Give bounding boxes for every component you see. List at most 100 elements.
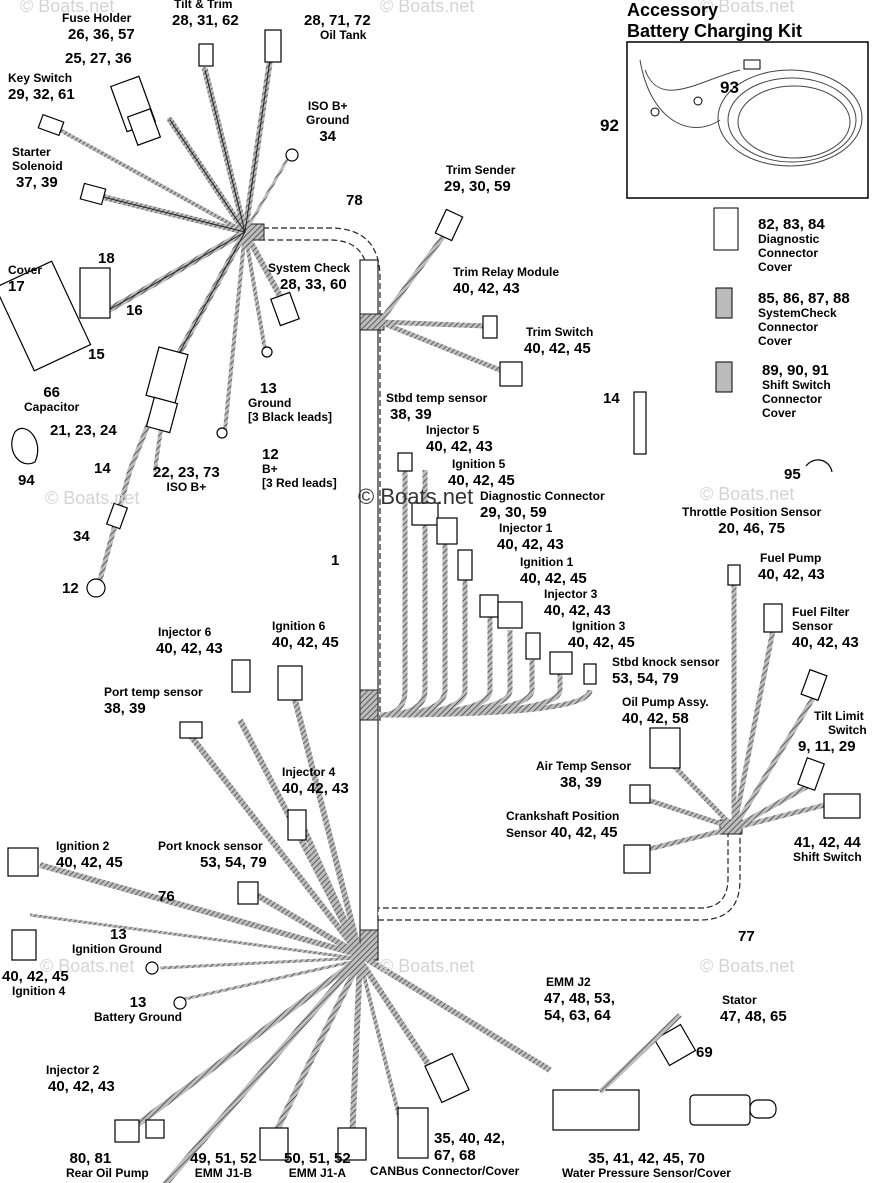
- label-port-knock: Port knock sensor 53, 54, 79: [158, 839, 267, 871]
- diag-cover-name3: Cover: [758, 259, 793, 274]
- label-oil-pump-nums: 40, 42, 58: [622, 709, 689, 727]
- label-emm-j2: EMM J2 47, 48, 53, 54, 63, 64: [544, 975, 615, 1025]
- label-ignition3-nums: 40, 42, 45: [568, 633, 635, 651]
- label-trim-sender-name: Trim Sender: [446, 163, 516, 177]
- label-cover-num: 17: [8, 277, 25, 295]
- label-stbd-temp: Stbd temp sensor 38, 39: [386, 391, 488, 423]
- label-injector4-nums: 40, 42, 43: [282, 779, 349, 797]
- label-clip-14-right: 14: [603, 390, 620, 407]
- label-fuse-holder-nums: 26, 36, 57: [68, 25, 135, 43]
- label-tilt-trim: Tilt & Trim 28, 31, 62: [172, 0, 239, 29]
- watermark: © Boats.net: [380, 0, 475, 16]
- label-16: 16: [126, 302, 143, 319]
- label-port-knock-nums: 53, 54, 79: [200, 853, 267, 871]
- cover-icons: [713, 207, 739, 393]
- label-air-temp-name: Air Temp Sensor: [536, 759, 632, 773]
- lower-right-components: [623, 564, 861, 874]
- kit-inner-num: 93: [720, 78, 739, 97]
- label-emm-j2-name: EMM J2: [546, 975, 591, 989]
- label-trim-relay-nums: 40, 42, 43: [453, 279, 520, 297]
- diag-cover-label: 82, 83, 84 Diagnostic Connector Cover: [758, 216, 825, 275]
- label-fuse-lower: 21, 23, 24: [50, 422, 117, 439]
- label-starter-name2: Solenoid: [12, 158, 63, 173]
- label-ignition4-name: Ignition 4: [12, 984, 66, 999]
- label-trim-sender-nums: 29, 30, 59: [444, 177, 511, 195]
- label-stbd-knock-nums: 53, 54, 79: [612, 669, 679, 687]
- label-air-temp: Air Temp Sensor 38, 39: [536, 759, 632, 791]
- label-oil-pump: Oil Pump Assy. 40, 42, 58: [622, 695, 709, 727]
- label-throttle-pos-nums: 20, 46, 75: [718, 519, 786, 537]
- label-ignition6-name: Ignition 6: [272, 619, 326, 633]
- label-ground-note: [3 Black leads]: [248, 410, 333, 425]
- label-emm-j2-nums2: 54, 63, 64: [544, 1007, 611, 1025]
- sys-cover-label: 85, 86, 87, 88 SystemCheck Connector Cov…: [758, 290, 850, 349]
- label-batt-ground-name: Battery Ground: [94, 1010, 183, 1025]
- label-injector6-nums: 40, 42, 43: [156, 639, 223, 657]
- label-ignition4: 40, 42, 45 Ignition 4: [2, 968, 69, 999]
- label-14-left: 14: [94, 460, 111, 477]
- watermark: © Boats.net: [20, 0, 115, 16]
- label-trim-switch: Trim Switch 40, 42, 45: [524, 325, 594, 357]
- label-diag-conn-name: Diagnostic Connector: [480, 489, 605, 503]
- label-stator: Stator 47, 48, 65: [720, 993, 787, 1025]
- label-injector6: Injector 6 40, 42, 43: [156, 625, 223, 657]
- starboard-components: [397, 452, 597, 685]
- label-ignition2-nums: 40, 42, 45: [56, 853, 123, 871]
- label-ground: 13 Ground [3 Black leads]: [248, 380, 332, 425]
- label-crank-nums: 40, 42, 45: [550, 823, 618, 841]
- label-injector3-name: Injector 3: [544, 587, 598, 601]
- label-fuel-pump: Fuel Pump 40, 42, 43: [758, 551, 825, 583]
- kit-box-num: 92: [600, 116, 619, 135]
- label-port-temp-nums: 38, 39: [104, 699, 146, 717]
- label-crank: Crankshaft Position Sensor 40, 42, 45: [506, 809, 620, 841]
- label-trim-switch-name: Trim Switch: [526, 325, 594, 339]
- label-injector3-nums: 40, 42, 43: [544, 601, 611, 619]
- label-oil-tank-name: Oil Tank: [320, 28, 367, 43]
- label-injector5: Injector 5 40, 42, 43: [426, 423, 493, 455]
- label-1: 1: [331, 552, 340, 569]
- label-canbus-name: CANBus Connector/Cover: [370, 1163, 520, 1178]
- label-port-temp-name: Port temp sensor: [104, 685, 203, 699]
- kit-title-line1: Accessory: [627, 0, 719, 20]
- label-injector4-name: Injector 4: [282, 765, 336, 779]
- watermark: © Boats.net: [700, 0, 795, 16]
- upper-hub-outlines: [94, 59, 271, 371]
- label-ignition6: Ignition 6 40, 42, 45: [272, 619, 339, 651]
- label-fuse-holder: Fuse Holder 26, 36, 57: [60, 11, 135, 43]
- label-throttle-pos-name: Throttle Position Sensor: [682, 505, 822, 519]
- lower-hub-wires: [29, 679, 552, 1183]
- label-95: 95: [784, 466, 801, 483]
- shift-cover-nums: 89, 90, 91: [762, 362, 829, 379]
- label-94: 94: [18, 472, 35, 489]
- label-tilt-limit-name2: Switch: [828, 722, 867, 737]
- label-fuel-pump-nums: 40, 42, 43: [758, 565, 825, 583]
- label-iso-ground: ISO B+ Ground 34: [306, 99, 349, 145]
- label-water-press-nums: 35, 41, 42, 45, 70: [588, 1150, 705, 1167]
- trim-components: [434, 208, 523, 387]
- label-system-check-nums: 28, 33, 60: [280, 275, 347, 293]
- sys-cover-name3: Cover: [758, 333, 793, 348]
- label-iso-ground-nums: 34: [319, 127, 336, 145]
- label-rear-oil-nums: 80, 81: [69, 1150, 112, 1167]
- diag-cover-name1: Diagnostic: [758, 232, 820, 247]
- label-fuel-pump-name: Fuel Pump: [760, 551, 822, 565]
- label-ignition3-name: Ignition 3: [572, 619, 626, 633]
- label-rear-oil: 80, 81 Rear Oil Pump: [66, 1150, 149, 1181]
- label-key-switch-name: Key Switch: [8, 71, 73, 85]
- label-diag-conn: Diagnostic Connector 29, 30, 59: [480, 489, 605, 521]
- label-stbd-temp-name: Stbd temp sensor: [386, 391, 488, 405]
- label-fuse-holder-name: Fuse Holder: [62, 11, 132, 25]
- label-crank-name1: Crankshaft Position: [506, 809, 620, 823]
- label-port-temp: Port temp sensor 38, 39: [104, 685, 203, 717]
- label-starter: Starter Solenoid 37, 39: [12, 145, 63, 191]
- label-injector3: Injector 3 40, 42, 43: [544, 587, 611, 619]
- label-18: 18: [98, 250, 115, 267]
- label-trim-relay-name: Trim Relay Module: [453, 265, 560, 279]
- shift-cover-label: 89, 90, 91 Shift Switch Connector Cover: [762, 362, 831, 421]
- label-tilt-trim-nums: 28, 31, 62: [172, 11, 239, 29]
- label-starter-nums: 37, 39: [16, 173, 58, 191]
- label-injector2-name: Injector 2: [46, 1063, 100, 1077]
- label-system-check-name: System Check: [268, 261, 351, 275]
- label-trim-relay: Trim Relay Module 40, 42, 43: [453, 265, 560, 297]
- label-trim-sender: Trim Sender 29, 30, 59: [444, 163, 516, 195]
